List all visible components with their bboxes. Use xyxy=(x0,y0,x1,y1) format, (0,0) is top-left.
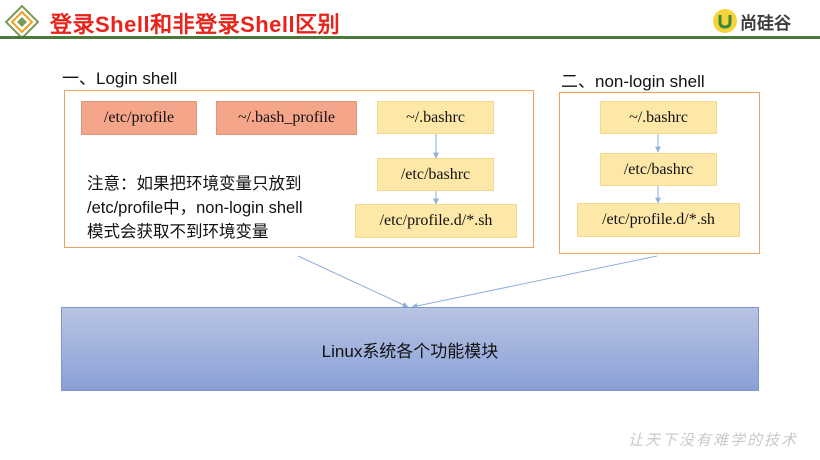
nonlogin-user-bashrc-box: ~/.bashrc xyxy=(600,101,717,134)
note-line-3: 模式会获取不到环境变量 xyxy=(87,223,269,241)
nonlogin-shell-label: 二、non-login shell xyxy=(561,72,705,91)
login-shell-label: 一、Login shell xyxy=(62,69,178,88)
logo-diamond-icon xyxy=(4,4,40,40)
etc-profile-box: /etc/profile xyxy=(81,101,197,135)
connector-login-to-module xyxy=(297,255,409,308)
brand-name: 尚硅谷 xyxy=(740,13,791,33)
note-line-1: 注意：如果把环境变量只放到 xyxy=(87,175,302,193)
nonlogin-etc-bashrc-box: /etc/bashrc xyxy=(600,153,717,186)
login-shell-frame xyxy=(64,90,534,248)
login-etc-bashrc-box: /etc/bashrc xyxy=(377,158,494,191)
login-profile-d-box: /etc/profile.d/*.sh xyxy=(355,204,517,238)
nonlogin-shell-frame xyxy=(559,92,760,254)
brand-logo: 尚硅谷 xyxy=(712,8,791,34)
linux-modules-box: Linux系统各个功能模块 xyxy=(61,307,759,391)
title-divider xyxy=(0,36,820,39)
brand-mark-icon xyxy=(713,9,737,33)
footer-slogan: 让天下没有难学的技术 xyxy=(627,431,798,449)
nonlogin-profile-d-box: /etc/profile.d/*.sh xyxy=(577,203,740,237)
bash-profile-box: ~/.bash_profile xyxy=(216,101,357,135)
login-user-bashrc-box: ~/.bashrc xyxy=(377,101,494,134)
connector-nonlogin-to-module xyxy=(411,255,658,309)
env-variable-note: 注意：如果把环境变量只放到 /etc/profile中，non-login sh… xyxy=(87,172,347,244)
note-line-2: /etc/profile中，non-login shell xyxy=(87,199,303,217)
page-title: 登录Shell和非登录Shell区别 xyxy=(50,12,341,37)
